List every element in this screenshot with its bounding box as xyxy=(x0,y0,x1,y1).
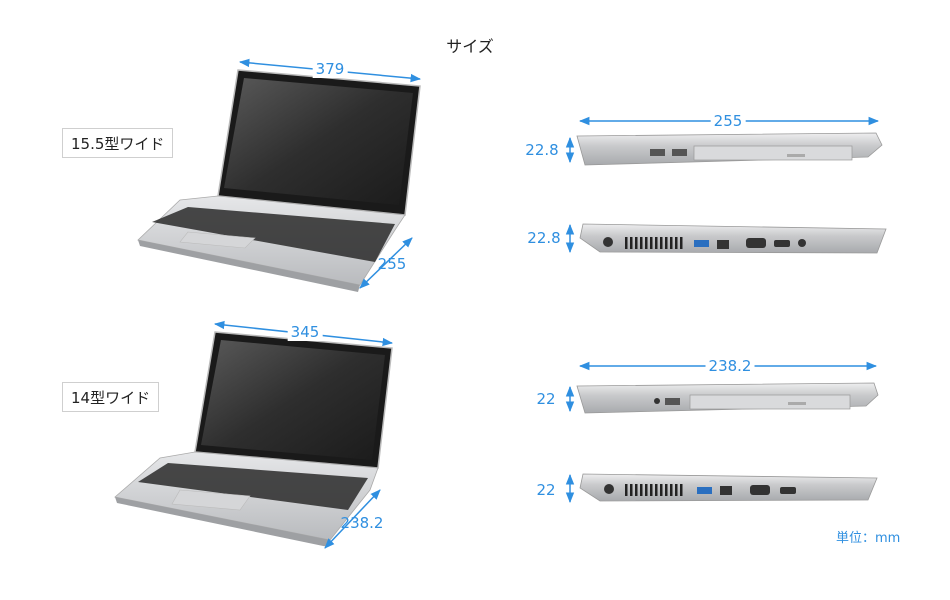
width-value-14: 345 xyxy=(287,323,323,341)
page-title: サイズ xyxy=(446,37,494,56)
model-label-14: 14型ワイド xyxy=(62,382,160,412)
depth-arrow-14 xyxy=(324,489,381,549)
laptop-14-perspective xyxy=(114,331,393,547)
depth-value-14: 238.2 xyxy=(340,514,384,532)
side-width-value-14: 238.2 xyxy=(705,357,755,375)
side-view-15-front xyxy=(565,116,883,166)
model-label-15: 15.5型ワイド xyxy=(62,128,174,158)
depth-value-15: 255 xyxy=(377,255,407,273)
unit-label: 単位：mm xyxy=(836,531,901,546)
side-width-value-15: 255 xyxy=(710,112,746,130)
height-value-15-side: 22.8 xyxy=(527,229,561,247)
height-value-14-front: 22 xyxy=(536,390,556,408)
side-view-14-front xyxy=(565,361,879,414)
width-value-15: 379 xyxy=(312,60,348,78)
height-value-15-front: 22.8 xyxy=(525,141,559,159)
height-value-14-side: 22 xyxy=(536,481,556,499)
side-view-14-left xyxy=(565,473,878,504)
side-view-15-left xyxy=(565,223,887,254)
depth-arrow-15 xyxy=(359,237,413,289)
laptop-15-perspective xyxy=(137,69,421,292)
